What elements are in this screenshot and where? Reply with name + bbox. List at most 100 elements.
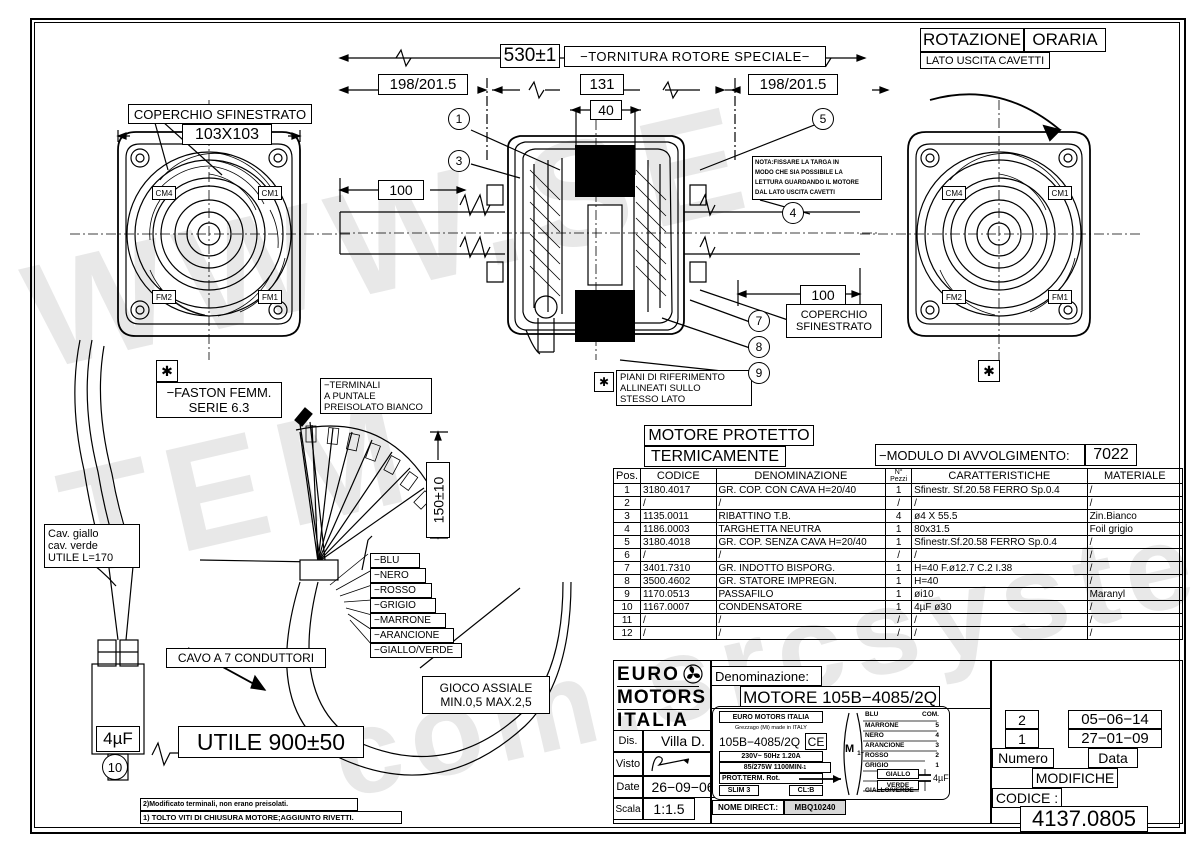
balloon-9: 9 bbox=[748, 362, 770, 384]
cell-pezzi: 1 bbox=[885, 561, 913, 575]
coperchio-sfinestrato-label-left: COPERCHIO SFINESTRATO bbox=[128, 104, 312, 124]
nome-direct-label-box: NOME DIRECT.: bbox=[712, 800, 784, 815]
wire-label-nero: −NERO bbox=[370, 568, 426, 583]
dim-100-left-box: 100 bbox=[378, 180, 424, 200]
modifiche-row-2-data: 05−06−14 bbox=[1068, 710, 1162, 729]
dis-label-box: Dis. bbox=[613, 730, 643, 752]
rotation-sub-box: LATO USCITA CAVETTI bbox=[920, 52, 1050, 69]
cell-mat: / bbox=[1086, 561, 1184, 575]
gioco-assiale-label: GIOCO ASSIALE MIN.0,5 MAX.2,5 bbox=[422, 676, 550, 714]
col-header-denominazione: DENOMINAZIONE bbox=[715, 468, 887, 484]
table-row: 4 1186.0003 TARGHETTA NEUTRA 1 80x31.5 F… bbox=[612, 522, 1184, 536]
cell-carat: øi10 bbox=[911, 587, 1088, 601]
cav-giallo-line-2: cav. verde bbox=[48, 540, 98, 552]
faston-label: −FASTON FEMM. SERIE 6.3 bbox=[156, 382, 282, 418]
col-header-caratteristiche: CARATTERISTICHE bbox=[911, 468, 1088, 484]
cell-codice: / bbox=[640, 613, 717, 627]
table-row: 9 1170.0513 PASSAFILO 1 øi10 Maranyl bbox=[612, 587, 1184, 601]
cell-denom: GR. COP. SENZA CAVA H=20/40 bbox=[715, 535, 887, 549]
cell-denom: GR. STATORE IMPREGN. bbox=[715, 574, 887, 588]
note-1-box: 1) TOLTO VITI DI CHIUSURA MOTORE;AGGIUNT… bbox=[140, 811, 402, 824]
cell-codice: 1170.0513 bbox=[640, 587, 717, 601]
terminal-row-nero: NERO 4 bbox=[865, 732, 939, 739]
quadrant-label-cm1: CM1 bbox=[258, 186, 282, 200]
motor-nameplate: EURO MOTORS ITALIA Grezzago (Mi) made in… bbox=[712, 706, 950, 800]
piani-riferimento-symbol: ✱ bbox=[594, 372, 614, 392]
drawing-frame-inner bbox=[34, 22, 1180, 828]
wire-label-marrone: −MARRONE bbox=[370, 613, 446, 628]
cell-codice: 3500.4602 bbox=[640, 574, 717, 588]
nameplate-ce-mark: CE bbox=[805, 733, 827, 750]
terminal-row-verde: VERDE bbox=[877, 780, 919, 790]
dis-value-box: Villa D. bbox=[643, 730, 723, 752]
table-row: 10 1167.0007 CONDENSATORE 1 4µF ø30 / bbox=[612, 600, 1184, 614]
nameplate-electrical: 230V~ 50Hz 1.20A bbox=[719, 751, 823, 762]
wire-label-rosso: −ROSSO bbox=[370, 583, 432, 598]
coperchio-sfinestrato-label-center: COPERCHIO SFINESTRATO bbox=[786, 304, 882, 338]
note-2-box: 2)Modificato terminali, non erano preiso… bbox=[140, 798, 358, 811]
bom-title-box: MOTORE PROTETTO bbox=[644, 425, 814, 446]
wire-label-grigio: −GRIGIO bbox=[370, 598, 436, 613]
modifiche-divider bbox=[990, 660, 992, 824]
gioco-line-2: MIN.0,5 MAX.2,5 bbox=[440, 695, 532, 709]
cell-codice: 3180.4018 bbox=[640, 535, 717, 549]
modulo-avvolgimento-label: −MODULO DI AVVOLGIMENTO: bbox=[875, 444, 1085, 466]
quadrant-label-fm2: FM2 bbox=[152, 290, 176, 304]
dim-mid-box: 131 bbox=[580, 74, 624, 95]
nameplate-address: Grezzago (Mi) made in ITALY bbox=[719, 723, 823, 733]
cell-denom: CONDENSATORE bbox=[715, 600, 887, 614]
company-logo: EURO MOTORS ITALIA bbox=[617, 664, 705, 731]
quadrant-label-fm1-right: FM1 bbox=[1048, 290, 1072, 304]
table-row: 12 / / / / / bbox=[612, 626, 1184, 640]
piani-line-2: ALLINEATI SULLO bbox=[620, 382, 701, 394]
cav-giallo-verde-label: Cav. giallo cav. verde UTILE L=170 bbox=[44, 524, 140, 568]
nameplate-slim: SLIM 3 bbox=[719, 785, 759, 796]
nome-direct-value-box: MBQ10240 bbox=[784, 800, 846, 815]
terminal-num-nero: 4 bbox=[935, 732, 939, 739]
nameplate-brand: EURO MOTORS ITALIA bbox=[719, 711, 823, 723]
cell-pezzi: / bbox=[885, 613, 913, 627]
cell-pos: 6 bbox=[612, 548, 642, 562]
table-row: 5 3180.4018 GR. COP. SENZA CAVA H=20/40 … bbox=[612, 535, 1184, 549]
cell-carat: 80x31.5 bbox=[911, 522, 1088, 536]
title-block-divider-vertical bbox=[710, 660, 712, 824]
cell-pezzi: 1 bbox=[885, 522, 913, 536]
terminali-line-3: PREISOLATO BIANCO bbox=[324, 401, 423, 413]
cav-giallo-line-3: UTILE L=170 bbox=[48, 552, 114, 564]
cell-pos: 12 bbox=[612, 626, 642, 640]
bom-subtitle-box: TERMICAMENTE bbox=[644, 446, 786, 467]
cell-carat: / bbox=[911, 548, 1088, 562]
terminali-label: −TERMINALI A PUNTALE PREISOLATO BIANCO bbox=[320, 378, 432, 414]
wire-label-giallo-verde: −GIALLO/VERDE bbox=[370, 643, 462, 658]
title-block-divider-horizontal bbox=[710, 708, 990, 710]
cell-pos: 1 bbox=[612, 483, 642, 497]
cell-carat: H=40 bbox=[911, 574, 1088, 588]
quadrant-label-fm1: FM1 bbox=[258, 290, 282, 304]
cell-pos: 9 bbox=[612, 587, 642, 601]
capacitor-value-label: 4µF bbox=[96, 726, 140, 752]
col-header-pos: Pos. bbox=[612, 468, 642, 484]
cell-carat: / bbox=[911, 626, 1088, 640]
nameplate-model: 105B−4085/2Q bbox=[719, 734, 803, 749]
cell-mat: / bbox=[1086, 496, 1184, 510]
targa-note-line-3: LETTURA GUARDANDO IL MOTORE bbox=[755, 180, 859, 186]
terminal-row-arancione: ARANCIONE 3 bbox=[865, 742, 939, 749]
coperchio-line-2: SFINESTRATO bbox=[796, 321, 872, 333]
cell-mat: / bbox=[1086, 600, 1184, 614]
reference-symbol-left: ✱ bbox=[156, 360, 178, 382]
table-row: 8 3500.4602 GR. STATORE IMPREGN. 1 H=40 … bbox=[612, 574, 1184, 588]
nameplate-cap-value: 4µF bbox=[933, 773, 949, 783]
cell-codice: / bbox=[640, 626, 717, 640]
table-header-row: Pos. CODICE DENOMINAZIONE N° Pezzi CARAT… bbox=[612, 468, 1184, 484]
cell-codice: 1186.0003 bbox=[640, 522, 717, 536]
terminal-num-blu: COM. bbox=[922, 711, 939, 718]
modulo-avvolgimento-value: 7022 bbox=[1085, 444, 1137, 466]
cell-pezzi: 1 bbox=[885, 600, 913, 614]
terminal-row-rosso: ROSSO 2 bbox=[865, 752, 939, 759]
cell-denom: / bbox=[715, 496, 887, 510]
table-row: 11 / / / / / bbox=[612, 613, 1184, 627]
quadrant-label-cm4-right: CM4 bbox=[942, 186, 966, 200]
faston-line-2: SERIE 6.3 bbox=[188, 400, 250, 415]
